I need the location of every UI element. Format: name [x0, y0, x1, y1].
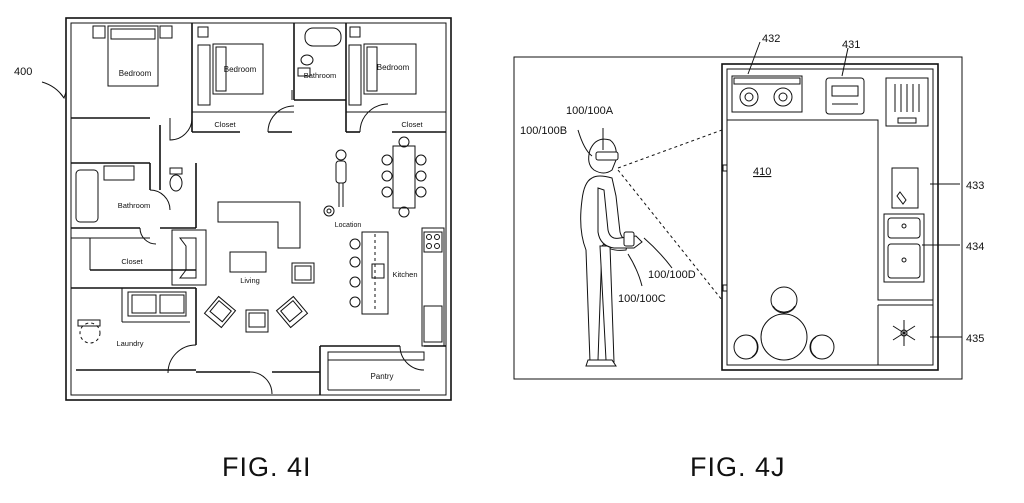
room-label: Bedroom [224, 65, 257, 74]
room-label: Pantry [370, 372, 393, 381]
fireplace [171, 229, 207, 286]
armchair [245, 309, 269, 333]
wrist-device-icon [623, 231, 635, 247]
callout-432: 432 [762, 33, 780, 45]
armchair [275, 295, 309, 329]
callout-hand: 100/100C [618, 293, 666, 305]
headset-icon [595, 151, 619, 161]
figure-caption-4j: FIG. 4J [690, 452, 786, 482]
room-410 [721, 63, 939, 371]
callout-434: 434 [966, 241, 984, 253]
bathtub [304, 27, 342, 47]
toilet [169, 174, 183, 192]
toilet [300, 54, 314, 66]
bed [212, 43, 264, 95]
kitchen-counter [421, 227, 445, 347]
chair [733, 334, 759, 360]
chair [770, 286, 798, 314]
room-label: Closet [121, 257, 143, 266]
chair [809, 334, 835, 360]
dining-table [392, 145, 416, 209]
callout-hmd: 100/100A [566, 105, 614, 117]
armchair [291, 262, 315, 284]
vanity [103, 165, 135, 181]
room-label: Laundry [116, 339, 143, 348]
fridge-plan [423, 305, 443, 343]
user-figure-plan [323, 149, 347, 217]
counter-edge [727, 119, 933, 301]
room-label: Bathroom [118, 201, 151, 210]
room-label: Bedroom [119, 69, 152, 78]
smart-appliance-icon [825, 77, 865, 115]
coffee-table [229, 251, 267, 273]
callout-433: 433 [966, 180, 984, 192]
location-label: Location [335, 222, 362, 229]
reference-number: 400 [14, 66, 32, 78]
figure-caption-4i: FIG. 4I [222, 452, 312, 482]
user-figure [580, 138, 643, 367]
island-sink [371, 263, 385, 279]
bed [107, 25, 159, 87]
room-label: Bathroom [304, 71, 337, 80]
round-table [760, 313, 808, 361]
room-label: Bedroom [377, 63, 410, 72]
room-label: Living [240, 276, 260, 285]
room-label: Closet [401, 120, 423, 129]
sink-icon [883, 213, 925, 283]
bed [363, 43, 417, 95]
room-label: Closet [214, 120, 236, 129]
robot-vacuum-dashed [79, 322, 101, 344]
callout-user: 100/100B [520, 125, 567, 137]
oven-icon [885, 77, 929, 127]
washer-dryer [127, 291, 187, 317]
scene-frame [513, 56, 963, 380]
outer-wall [65, 17, 452, 401]
bathtub [75, 169, 99, 223]
callout-wrist: 100/100D [648, 269, 696, 281]
room-number-label: 410 [753, 166, 771, 178]
sofa [217, 201, 301, 249]
room-label: Kitchen [392, 270, 417, 279]
callout-431: 431 [842, 39, 860, 51]
ref-arrow-400 [41, 81, 65, 99]
kitchen-island [361, 231, 389, 315]
kitchen-scene [513, 41, 963, 380]
view-line [617, 169, 723, 301]
outer-wall-inner [70, 22, 447, 396]
snowflake-icon [892, 320, 916, 346]
floor-plan [41, 17, 452, 401]
callout-435: 435 [966, 333, 984, 345]
armchair [203, 295, 237, 329]
cutting-board-icon [891, 167, 919, 209]
door [169, 117, 193, 141]
stove-plan [423, 231, 443, 253]
view-line [617, 129, 723, 169]
